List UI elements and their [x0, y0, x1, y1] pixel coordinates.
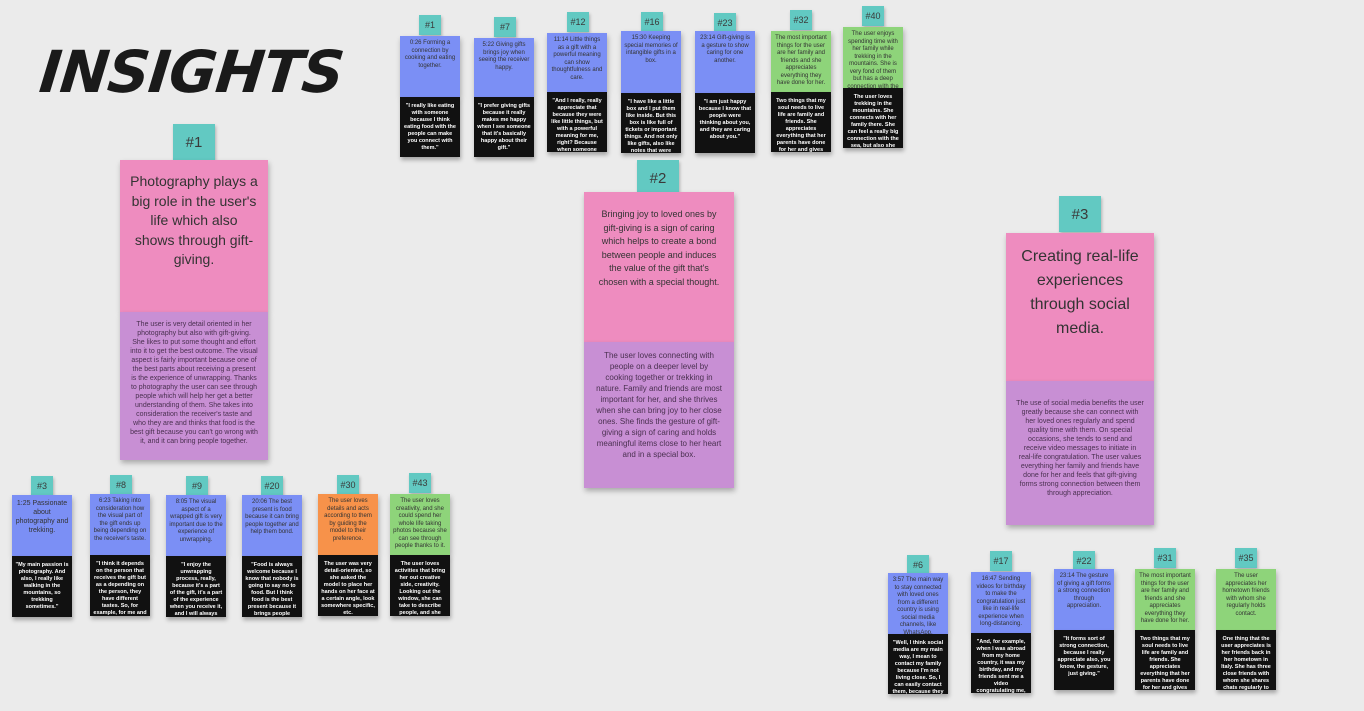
- sticky-note[interactable]: The user loves details and acts accordin…: [318, 494, 378, 555]
- insight-tag: #3: [1059, 196, 1101, 232]
- insight-heading-note[interactable]: Creating real-life experiences through s…: [1006, 233, 1154, 381]
- quote-card[interactable]: One thing that the user appreciates is h…: [1216, 630, 1276, 690]
- insight-body-note[interactable]: The user loves connecting with people on…: [584, 342, 734, 488]
- insight-heading-note[interactable]: Bringing joy to loved ones by gift-givin…: [584, 192, 734, 342]
- sticky-note[interactable]: 15:30 Keeping special memories of intang…: [621, 31, 681, 93]
- sticky-note[interactable]: The most important things for the user a…: [1135, 569, 1195, 630]
- sticky-note[interactable]: 16:47 Sending videos for birthday to mak…: [971, 572, 1031, 633]
- quote-card[interactable]: "I have like a little box and I put them…: [621, 93, 681, 153]
- quote-card[interactable]: Two things that my soul needs to live li…: [771, 92, 831, 152]
- quote-card[interactable]: "I enjoy the unwrapping process, really,…: [166, 556, 226, 617]
- sticky-note[interactable]: 1:25 Passionate about photography and tr…: [12, 495, 72, 556]
- sticky-note[interactable]: 11:14 Little things as a gift with a pow…: [547, 33, 607, 92]
- sticky-note[interactable]: The most important things for the user a…: [771, 31, 831, 92]
- sticky-tag: #12: [567, 12, 589, 32]
- board-title: INSIGHTS: [36, 38, 347, 106]
- quote-card[interactable]: "I prefer giving gifts because it really…: [474, 97, 534, 157]
- quote-card[interactable]: "Food is always welcome because I know t…: [242, 556, 302, 617]
- sticky-tag: #8: [110, 475, 132, 495]
- sticky-tag: #17: [990, 551, 1012, 571]
- sticky-tag: #20: [261, 476, 283, 496]
- sticky-tag: #23: [714, 13, 736, 33]
- insight-tag: #1: [173, 124, 215, 160]
- sticky-tag: #3: [31, 476, 53, 496]
- quote-card[interactable]: The user was very detail-oriented, so sh…: [318, 555, 378, 616]
- sticky-tag: #31: [1154, 548, 1176, 568]
- quote-card[interactable]: Two things that my soul needs to live li…: [1135, 630, 1195, 690]
- sticky-tag: #6: [907, 555, 929, 575]
- sticky-note[interactable]: The user appreciates her hometown friend…: [1216, 569, 1276, 630]
- sticky-note[interactable]: 6:23 Taking into consideration how the v…: [90, 494, 150, 555]
- insight-heading-note[interactable]: Photography plays a big role in the user…: [120, 160, 268, 312]
- quote-card[interactable]: "And, for example, when I was abroad fro…: [971, 633, 1031, 693]
- sticky-tag: #32: [790, 10, 812, 30]
- sticky-tag: #16: [641, 12, 663, 32]
- quote-card[interactable]: "My main passion is photography. And als…: [12, 556, 72, 617]
- quote-card[interactable]: The user loves trekking in the mountains…: [843, 88, 903, 148]
- sticky-note[interactable]: 20:06 The best present is food because i…: [242, 495, 302, 556]
- insight-tag: #2: [637, 160, 679, 196]
- insight-body-note[interactable]: The use of social media benefits the use…: [1006, 381, 1154, 525]
- insight-body-note[interactable]: The user is very detail oriented in her …: [120, 312, 268, 460]
- quote-card[interactable]: "It forms sort of strong connection, bec…: [1054, 630, 1114, 690]
- sticky-note[interactable]: 8:05 The visual aspect of a wrapped gift…: [166, 495, 226, 556]
- sticky-note[interactable]: 23:14 Gift-giving is a gesture to show c…: [695, 31, 755, 93]
- sticky-note[interactable]: The user loves creativity, and she could…: [390, 494, 450, 555]
- sticky-note[interactable]: 23:14 The gesture of giving a gift forms…: [1054, 569, 1114, 630]
- sticky-tag: #9: [186, 476, 208, 496]
- sticky-note[interactable]: 0:26 Forming a connection by cooking and…: [400, 36, 460, 97]
- quote-card[interactable]: "And I really, really appreciate that be…: [547, 92, 607, 152]
- sticky-tag: #7: [494, 17, 516, 37]
- sticky-tag: #40: [862, 6, 884, 26]
- sticky-note[interactable]: 3:57 The main way to stay connected with…: [888, 573, 948, 634]
- sticky-tag: #43: [409, 473, 431, 493]
- quote-card[interactable]: "I think it depends on the person that r…: [90, 555, 150, 616]
- sticky-tag: #35: [1235, 548, 1257, 568]
- sticky-tag: #22: [1073, 551, 1095, 571]
- sticky-note[interactable]: The user enjoys spending time with her f…: [843, 27, 903, 88]
- quote-card[interactable]: "Well, I think social media are my main …: [888, 634, 948, 694]
- sticky-note[interactable]: 5:22 Giving gifts brings joy when seeing…: [474, 38, 534, 97]
- quote-card[interactable]: The user loves activities that bring her…: [390, 555, 450, 616]
- quote-card[interactable]: "I really like eating with someone becau…: [400, 97, 460, 157]
- quote-card[interactable]: "I am just happy because I know that peo…: [695, 93, 755, 153]
- sticky-tag: #30: [337, 475, 359, 495]
- sticky-tag: #1: [419, 15, 441, 35]
